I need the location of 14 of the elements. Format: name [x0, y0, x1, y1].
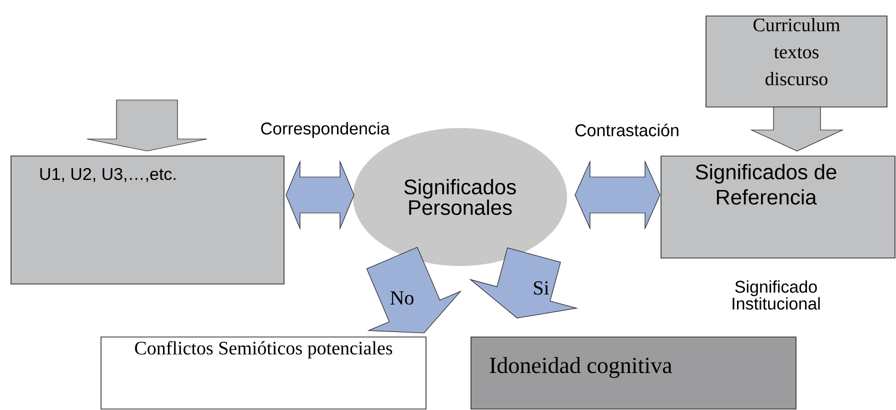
process-box: U1, U2, U3,…,etc. [10, 156, 284, 284]
edge-label: Si [532, 280, 550, 296]
process-box: Conflictos Semióticos potenciales [100, 336, 426, 410]
edge-label: Contrastación [574, 122, 680, 138]
node-label: Significado Institucional [732, 280, 820, 310]
process-box: Curriculum textos discurso [706, 16, 888, 108]
process-box: Idoneidad cognitiva [470, 336, 796, 410]
block-arrow [574, 160, 660, 230]
block-arrow [86, 100, 208, 152]
block-arrow [286, 160, 354, 230]
process-box: Significados de Referencia [660, 156, 896, 258]
edge-label: No [388, 290, 416, 306]
block-arrow [366, 246, 462, 334]
block-arrow [750, 106, 844, 152]
